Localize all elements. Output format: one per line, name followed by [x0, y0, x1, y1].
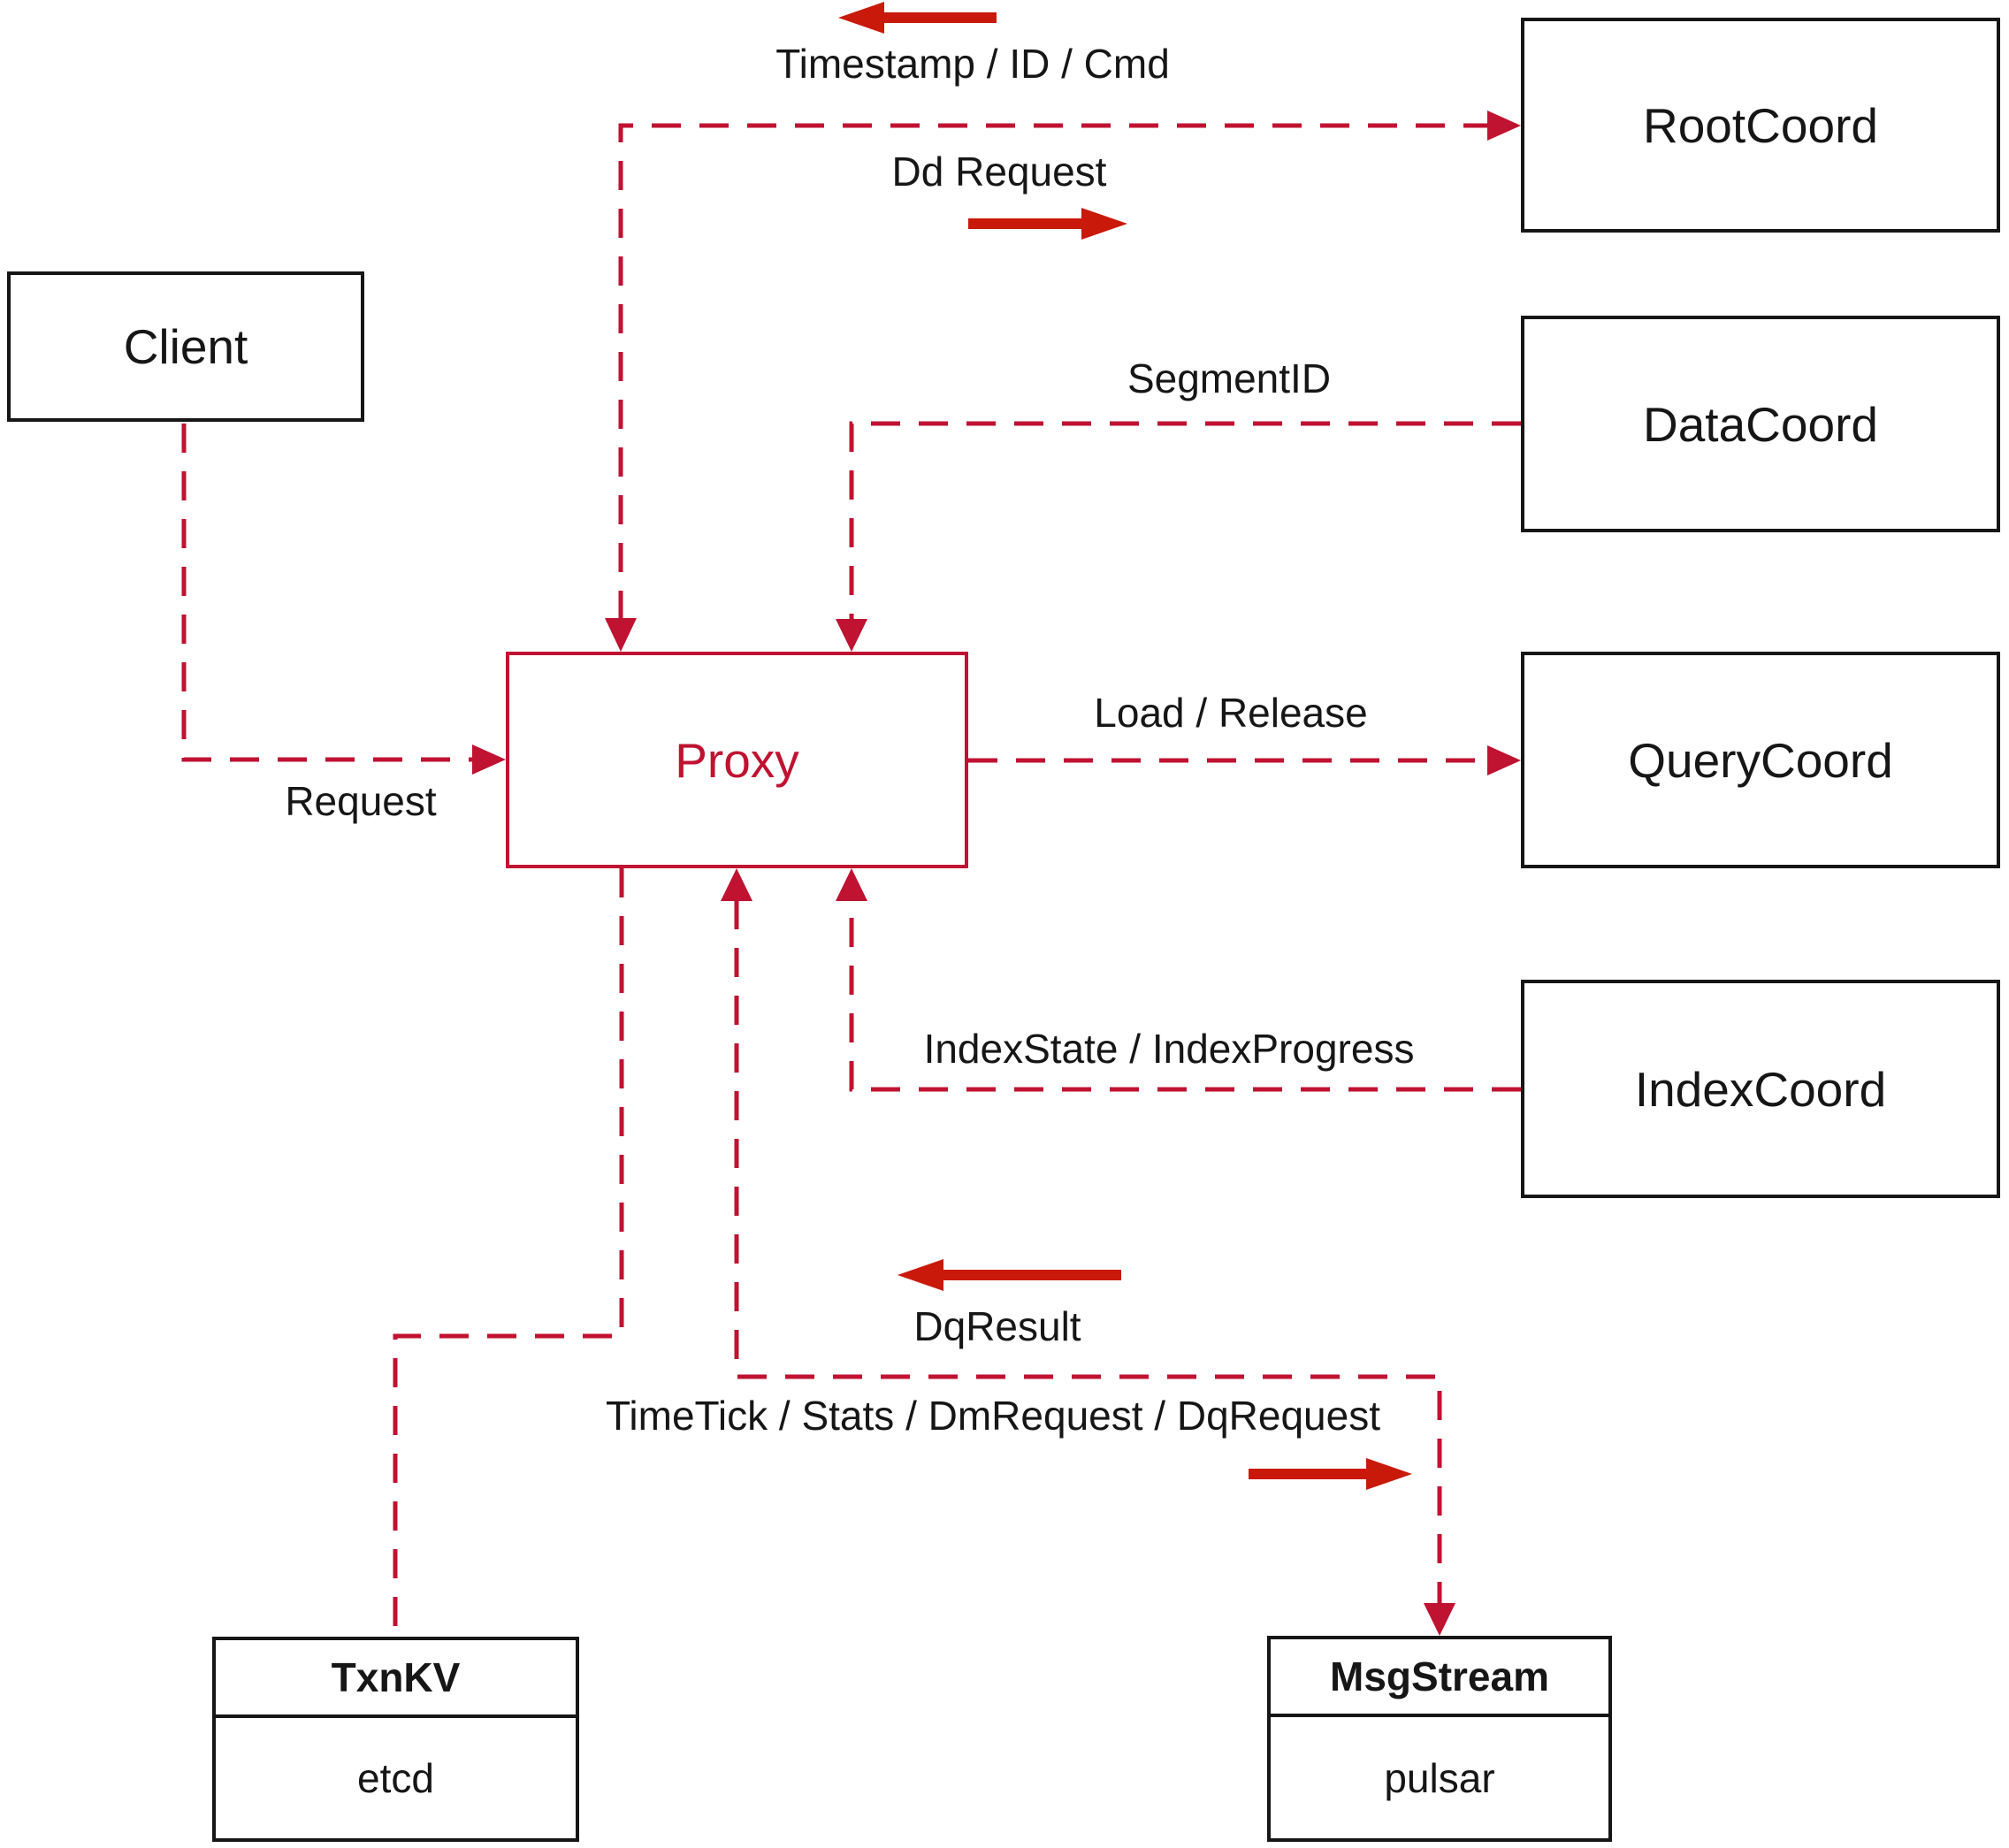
edge-label-request: Request	[285, 778, 437, 824]
arrowhead-into-proxy-bottom-right	[836, 868, 867, 901]
txnkv-impl: etcd	[357, 1755, 434, 1801]
node-txnkv: TxnKV etcd	[212, 1637, 579, 1842]
node-datacoord: DataCoord	[1521, 316, 2000, 532]
proxy-label: Proxy	[675, 732, 799, 788]
edge-label-load-release: Load / Release	[1094, 690, 1368, 736]
querycoord-label: QueryCoord	[1628, 732, 1893, 788]
edge-proxy-to-txnkv	[393, 868, 624, 1635]
edge-label-timestamp-id-cmd: Timestamp / ID / Cmd	[775, 41, 1170, 87]
edge-proxy-rootcoord	[618, 123, 1503, 620]
arrowhead-into-proxy-top-left	[605, 618, 637, 652]
arrowhead-into-proxy-bottom-middle	[721, 868, 752, 901]
left-arrow-icon-dqresult	[898, 1259, 1121, 1291]
edge-label-dqresult: DqResult	[913, 1303, 1081, 1349]
edge-datacoord-to-proxy	[849, 421, 1521, 620]
edge-client-to-proxy	[181, 424, 472, 762]
edge-proxy-msgstream	[734, 900, 1442, 1620]
left-arrow-icon-timestamp	[838, 2, 997, 34]
right-arrow-icon-timetick	[1249, 1458, 1412, 1490]
arrowhead-into-proxy-top-right	[836, 619, 867, 652]
msgstream-impl: pulsar	[1384, 1754, 1495, 1801]
indexcoord-label: IndexCoord	[1634, 1061, 1887, 1117]
node-msgstream: MsgStream pulsar	[1267, 1636, 1612, 1842]
arrowhead-into-rootcoord	[1487, 111, 1521, 141]
msgstream-title: MsgStream	[1271, 1639, 1608, 1717]
right-arrow-icon-dd-request	[968, 208, 1127, 240]
node-querycoord: QueryCoord	[1521, 652, 2000, 868]
edge-label-timetick-stats-dmrequest-dqrequest: TimeTick / Stats / DmRequest / DqRequest	[606, 1393, 1380, 1439]
txnkv-title: TxnKV	[216, 1640, 576, 1718]
node-proxy: Proxy	[506, 652, 968, 868]
edge-label-dd-request: Dd Request	[891, 149, 1107, 195]
edge-indexcoord-to-proxy	[849, 900, 1521, 1092]
edge-label-segmentid: SegmentID	[1127, 355, 1332, 401]
arrowhead-into-querycoord	[1487, 745, 1521, 775]
client-label: Client	[123, 319, 248, 374]
edge-label-indexstate-indexprogress: IndexState / IndexProgress	[923, 1026, 1415, 1072]
arrowhead-into-msgstream	[1424, 1603, 1455, 1636]
node-rootcoord: RootCoord	[1521, 18, 2000, 233]
rootcoord-label: RootCoord	[1643, 97, 1878, 153]
node-indexcoord: IndexCoord	[1521, 980, 2000, 1198]
datacoord-label: DataCoord	[1643, 396, 1878, 452]
arrowhead-into-proxy-left	[472, 745, 506, 775]
node-client: Client	[7, 271, 364, 422]
